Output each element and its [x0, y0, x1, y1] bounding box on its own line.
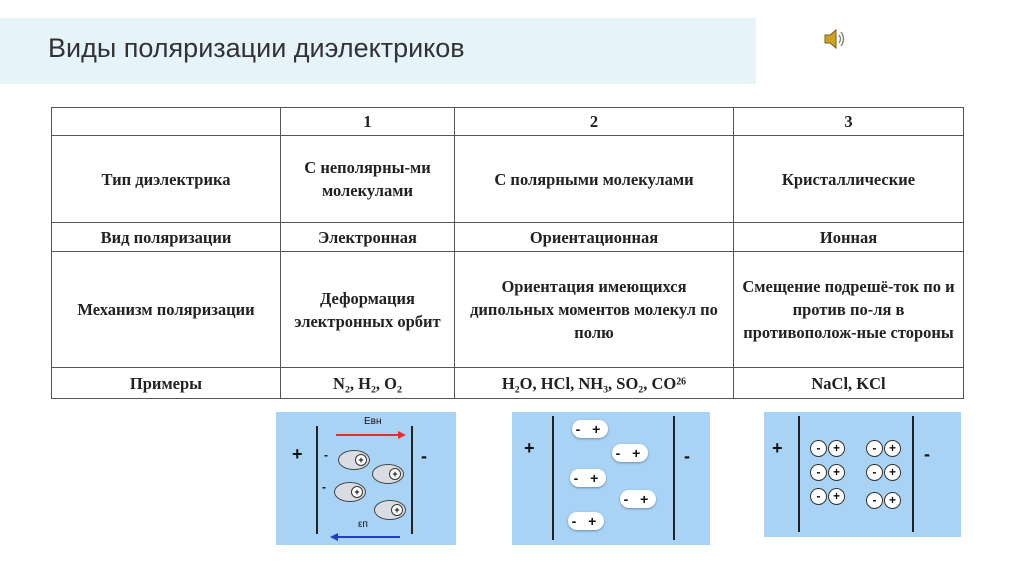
dipole-icon: - + — [612, 444, 648, 462]
table-cell: Электронная — [280, 222, 455, 252]
row-label: Вид поляризации — [51, 222, 281, 252]
negative-ion-icon: - — [810, 488, 827, 505]
table-cell: Кристаллические — [733, 135, 964, 223]
left-plate — [316, 426, 318, 534]
right-plate — [912, 416, 914, 532]
table-header-cell: 2 — [454, 107, 734, 136]
row-label: Примеры — [51, 367, 281, 399]
dipole-icon: - + — [570, 469, 606, 487]
field-arrow-ext — [336, 431, 406, 439]
plus-sign: + — [772, 438, 783, 458]
table-cell: N₂, H₂, O₂ — [280, 367, 455, 399]
title-bar — [0, 18, 756, 84]
field-ext-label: Eвн — [364, 416, 382, 427]
dipole-icon: - + — [572, 420, 608, 438]
table-header-cell — [51, 107, 281, 136]
electron-sign: - — [324, 448, 328, 462]
table-cell: Смещение подрешё-ток по и против по-ля в… — [733, 251, 964, 368]
negative-ion-icon: - — [866, 492, 883, 509]
dipole-icon: - + — [620, 490, 656, 508]
table-header-cell: 1 — [280, 107, 455, 136]
orientational-polarization-diagram: + - - + - + - + - + - + — [512, 412, 710, 545]
positive-ion-icon: + — [828, 464, 845, 481]
positive-ion-icon: + — [884, 492, 901, 509]
table-header-cell: 3 — [733, 107, 964, 136]
right-plate — [673, 416, 675, 540]
minus-sign: - — [421, 446, 427, 466]
table-row: Тип диэлектрика С неполярны-ми молекулам… — [51, 135, 964, 223]
plus-sign: + — [292, 444, 303, 464]
positive-ion-icon: + — [828, 488, 845, 505]
row-label: Тип диэлектрика — [51, 135, 281, 223]
molecule-icon: + — [338, 450, 370, 470]
field-arrow-pol — [330, 533, 400, 541]
table-row: Вид поляризации Электронная Ориентационн… — [51, 222, 964, 252]
table-cell: NaCl, KCl — [733, 367, 964, 399]
field-pol-label: εп — [358, 519, 368, 530]
negative-ion-icon: - — [866, 464, 883, 481]
molecule-icon: + — [372, 464, 404, 484]
dipole-icon: - + — [568, 512, 604, 530]
table-cell: Ионная — [733, 222, 964, 252]
plus-sign: + — [524, 438, 535, 458]
positive-ion-icon: + — [884, 440, 901, 457]
table-cell: H₂O, HCl, NH₃, SO₂, CO²⁶ — [454, 367, 734, 399]
speaker-icon[interactable] — [822, 26, 848, 52]
electron-sign: - — [322, 480, 326, 494]
table-header-row: 1 2 3 — [51, 107, 964, 136]
table-cell: С полярными молекулами — [454, 135, 734, 223]
row-label: Механизм поляризации — [51, 251, 281, 368]
right-plate — [411, 426, 413, 534]
table-cell: С неполярны-ми молекулами — [280, 135, 455, 223]
left-plate — [552, 416, 554, 540]
electronic-polarization-diagram: + - Eвн εп + + + + - - — [276, 412, 456, 545]
negative-ion-icon: - — [810, 440, 827, 457]
molecule-icon: + — [374, 500, 406, 520]
table-row: Механизм поляризации Деформация электрон… — [51, 251, 964, 368]
negative-ion-icon: - — [866, 440, 883, 457]
slide-title: Виды поляризации диэлектриков — [48, 33, 465, 63]
minus-sign: - — [924, 444, 930, 464]
negative-ion-icon: - — [810, 464, 827, 481]
minus-sign: - — [684, 446, 690, 466]
polarization-table: 1 2 3 Тип диэлектрика С неполярны-ми мол… — [51, 107, 964, 399]
molecule-icon: + — [334, 482, 366, 502]
positive-ion-icon: + — [828, 440, 845, 457]
ionic-polarization-diagram: + - - + - + - + - + - + - + — [764, 412, 961, 537]
table-cell: Ориентация имеющихся дипольных моментов … — [454, 251, 734, 368]
positive-ion-icon: + — [884, 464, 901, 481]
table-cell: Деформация электронных орбит — [280, 251, 455, 368]
table-cell: Ориентационная — [454, 222, 734, 252]
left-plate — [798, 416, 800, 532]
table-row: Примеры N₂, H₂, O₂ H₂O, HCl, NH₃, SO₂, C… — [51, 367, 964, 399]
